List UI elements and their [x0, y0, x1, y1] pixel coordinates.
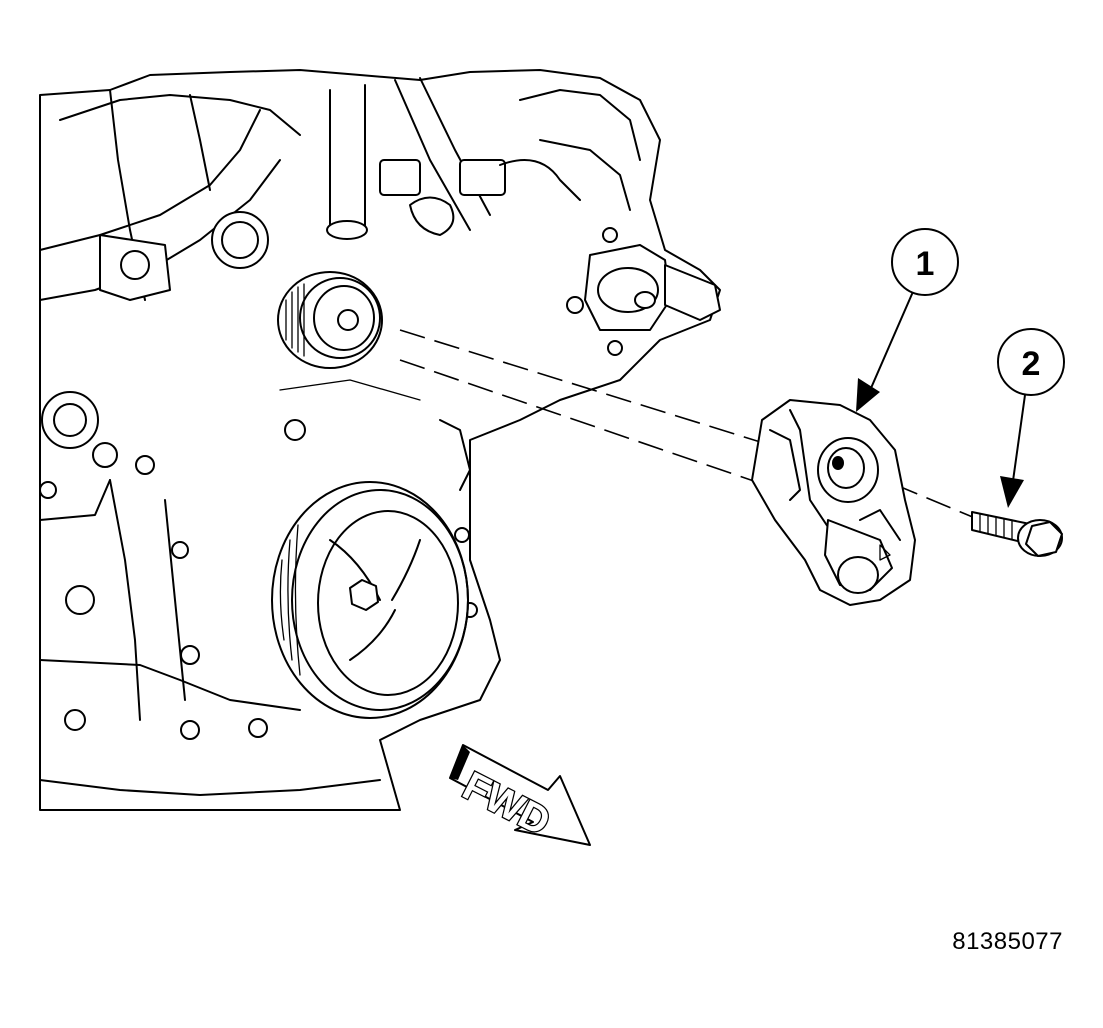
callout-1-label: 1: [916, 245, 935, 283]
forward-direction-arrow: FWD: [449, 744, 591, 846]
belt-tensioner: [751, 399, 916, 606]
callout-1: 1: [856, 228, 959, 412]
idler-pulley: [277, 271, 383, 369]
crankshaft-pulley: [271, 481, 469, 719]
callout-1-arrowhead: [856, 378, 880, 412]
tensioner-bolt: [971, 511, 1063, 557]
figure-number: 81385077: [952, 928, 1063, 955]
callout-2-arrowhead: [1000, 476, 1024, 508]
engine-front-cover: [39, 69, 721, 811]
callout-2-label: 2: [1022, 345, 1041, 383]
callout-2: 2: [997, 328, 1065, 508]
